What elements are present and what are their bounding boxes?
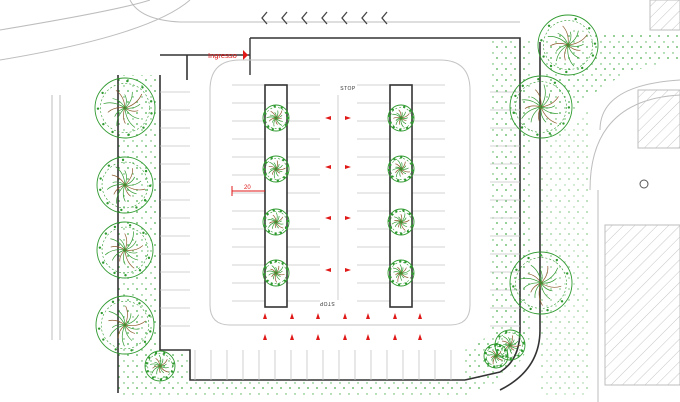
road-chevron-markings xyxy=(261,11,388,25)
red-direction-arrow-icon xyxy=(290,334,294,340)
tree-canopy-icon xyxy=(95,295,155,355)
tree-canopy-icon xyxy=(387,155,415,183)
red-direction-arrow-icon xyxy=(343,334,347,340)
red-direction-arrow-icon xyxy=(290,313,294,319)
chevron-left-icon xyxy=(301,11,308,25)
dimension-annotation: 20 xyxy=(231,185,265,196)
tree-canopy-icon xyxy=(509,251,573,315)
red-direction-arrow-icon xyxy=(325,165,331,169)
hatched-building-area-top xyxy=(637,89,680,149)
chevron-left-icon xyxy=(381,11,388,25)
stop-label-top: STOP xyxy=(340,86,356,92)
traffic-flow-arrows xyxy=(263,116,422,340)
red-direction-arrow-icon xyxy=(316,334,320,340)
red-direction-arrow-icon xyxy=(345,216,351,220)
red-direction-arrow-icon xyxy=(325,116,331,120)
red-direction-arrow-icon xyxy=(345,165,351,169)
manhole-symbol xyxy=(639,179,649,189)
tree-canopy-icon xyxy=(144,350,176,382)
dimension-label: 20 xyxy=(244,185,251,191)
driving-aisle-ring xyxy=(209,59,471,326)
red-direction-arrow-icon xyxy=(316,313,320,319)
red-direction-arrow-icon xyxy=(366,334,370,340)
tree-canopy-icon xyxy=(94,77,156,139)
tree-canopy-icon xyxy=(262,104,290,132)
tree-canopy-icon xyxy=(96,221,154,279)
chevron-left-icon xyxy=(281,11,288,25)
tree-canopy-icon xyxy=(387,259,415,287)
tree-canopy-icon xyxy=(494,329,526,361)
tree-canopy-icon xyxy=(96,156,154,214)
chevron-left-icon xyxy=(321,11,328,25)
hatched-building-area-bottom xyxy=(604,224,680,386)
tree-canopy-icon xyxy=(387,208,415,236)
red-triangle-arrow-icon xyxy=(243,50,248,60)
red-direction-arrow-icon xyxy=(393,313,397,319)
tree-canopy-icon xyxy=(262,259,290,287)
lot-outline xyxy=(117,37,541,393)
central-islands xyxy=(264,84,413,308)
trees xyxy=(94,14,599,382)
chevron-left-icon xyxy=(361,11,368,25)
parking-stalls xyxy=(160,84,520,380)
red-direction-arrow-icon xyxy=(345,268,351,272)
red-direction-arrow-icon xyxy=(263,313,267,319)
stop-label-bottom: STOP xyxy=(319,300,335,306)
red-direction-arrow-icon xyxy=(325,268,331,272)
hatched-building-area-corner xyxy=(649,0,680,31)
tree-canopy-icon xyxy=(537,14,599,76)
tree-canopy-icon xyxy=(483,343,509,369)
red-direction-arrow-icon xyxy=(345,116,351,120)
island-right xyxy=(389,84,413,308)
entrance: Ingresso xyxy=(160,38,251,75)
chevron-left-icon xyxy=(261,11,268,25)
tree-canopy-icon xyxy=(262,208,290,236)
chevron-left-icon xyxy=(341,11,348,25)
red-direction-arrow-icon xyxy=(343,313,347,319)
red-direction-arrow-icon xyxy=(418,334,422,340)
red-direction-arrow-icon xyxy=(393,334,397,340)
tree-canopy-icon xyxy=(509,75,573,139)
red-direction-arrow-icon xyxy=(418,313,422,319)
tree-canopy-icon xyxy=(262,155,290,183)
island-left xyxy=(264,84,288,308)
entrance-label: Ingresso xyxy=(208,51,237,60)
red-direction-arrow-icon xyxy=(366,313,370,319)
red-direction-arrow-icon xyxy=(263,334,267,340)
red-direction-arrow-icon xyxy=(325,216,331,220)
tree-canopy-icon xyxy=(387,104,415,132)
